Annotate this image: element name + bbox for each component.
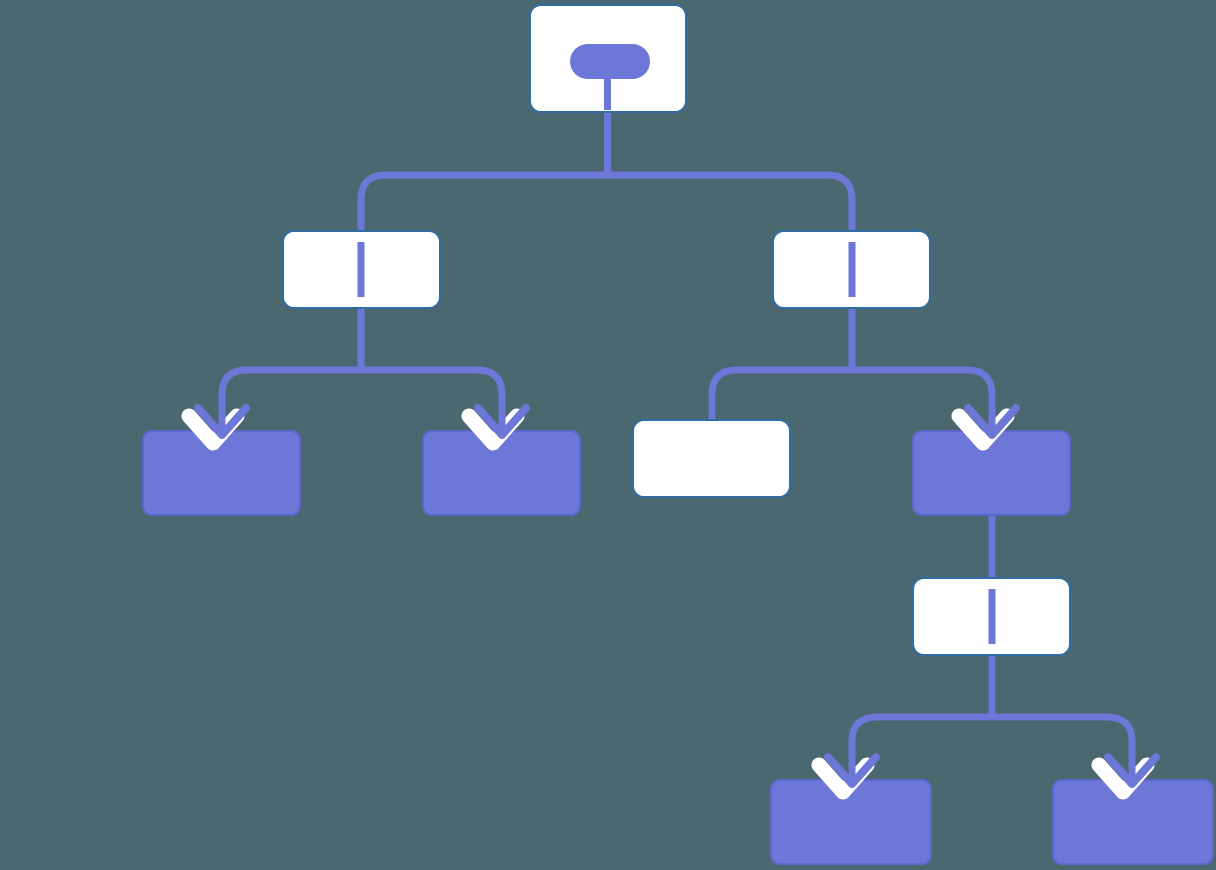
edge-l2-left-to-l3-b	[361, 366, 506, 424]
node-l3-c[interactable]	[632, 419, 791, 498]
node-l3-a[interactable]	[142, 430, 301, 516]
edge-l4-to-l5-a	[848, 713, 992, 773]
node-l2-right[interactable]	[772, 230, 931, 309]
edge-root-to-l2-right	[607, 171, 856, 235]
node-l2-left[interactable]	[282, 230, 441, 309]
node-l3-d[interactable]	[912, 430, 1071, 516]
node-l3-b[interactable]	[422, 430, 581, 516]
node-l5-b[interactable]	[1052, 779, 1214, 865]
edge-l2-left-to-l3-a	[218, 366, 361, 424]
edge-l4-to-l5-b	[992, 713, 1136, 773]
edge-l2-right-to-l3-d	[852, 366, 996, 424]
node-l4[interactable]	[912, 577, 1071, 656]
node-l5-a[interactable]	[770, 779, 932, 865]
edge-l2-right-to-l3-c	[708, 366, 852, 422]
node-root[interactable]	[529, 4, 687, 113]
root-pill-icon	[570, 44, 650, 79]
edge-root-to-l2-left	[357, 171, 608, 235]
